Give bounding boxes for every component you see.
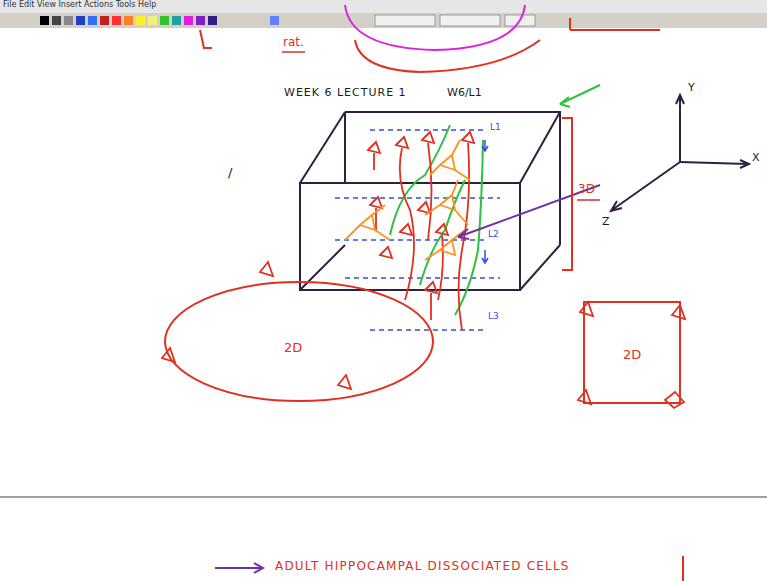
note-text: ADULT HIPPOCAMPAL DISSOCIATED CELLS (275, 560, 570, 573)
layer-label: L3 (487, 312, 500, 322)
orange-neurons (345, 140, 470, 260)
bracket (682, 556, 684, 581)
dimension-label: 3D (578, 183, 595, 196)
menu-text: File Edit View Insert Actions Tools Help (3, 1, 156, 10)
underline (577, 199, 600, 201)
note-text: rat. (283, 36, 304, 49)
layer-arrows (482, 140, 488, 263)
partial-arc (345, 5, 525, 50)
layer-label: L2 (487, 230, 500, 240)
stray-mark: / (228, 166, 232, 180)
layer-label: L1 (489, 123, 502, 133)
culture-square: 2D (582, 300, 682, 405)
cube (300, 112, 560, 290)
lecture-title: WEEK 6 LECTURE 1 (284, 87, 407, 99)
underline (282, 51, 305, 53)
axons (390, 85, 600, 315)
axis-label: Y (688, 82, 695, 94)
bracket (562, 118, 572, 270)
partial-bracket (200, 30, 212, 48)
dimension-label: 2D (623, 347, 641, 362)
axis-label: X (752, 152, 760, 164)
dimension-label: 2D (284, 340, 302, 355)
tool-bar (0, 13, 767, 28)
partial-box (570, 18, 660, 30)
bullet-arrow (215, 563, 263, 573)
separator (0, 496, 767, 498)
axis-label: Z (602, 216, 610, 228)
palette (40, 15, 535, 26)
culture-dish: 2D (163, 280, 435, 403)
menu-bar (0, 0, 767, 13)
lecture-code: W6/L1 (447, 87, 482, 99)
cells-2d (162, 262, 685, 408)
axes (611, 95, 749, 211)
partial-arc (355, 40, 540, 72)
neurons (368, 132, 474, 330)
